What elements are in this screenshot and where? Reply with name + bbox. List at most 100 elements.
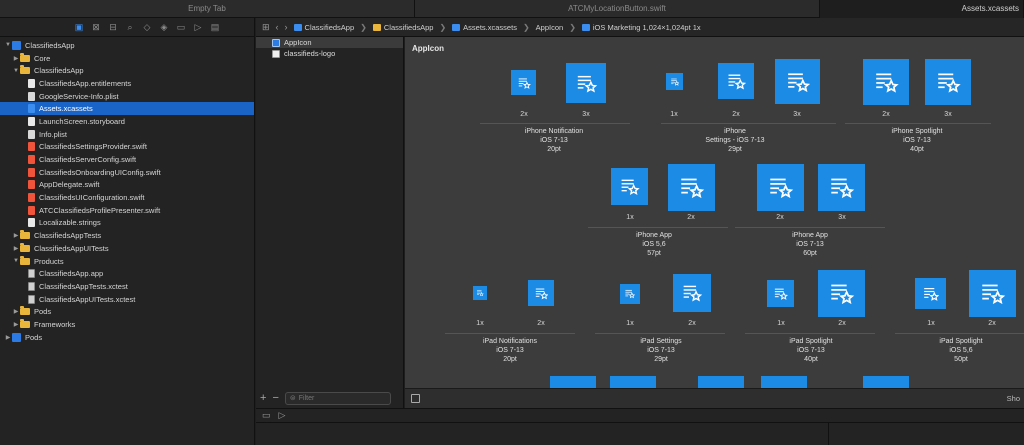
source-control-icon[interactable]: ⊠	[92, 21, 100, 32]
tree-row[interactable]: ▶ClassifiedsAppUITests	[0, 242, 254, 255]
tree-row[interactable]: ClassifiedsServerConfig.swift	[0, 153, 254, 166]
icon-group-label-line: iPad Spotlight	[939, 338, 983, 345]
disclosure-open-icon[interactable]: ▼	[13, 67, 19, 74]
breadcrumb-appicon[interactable]: AppIcon	[536, 23, 564, 32]
tree-row[interactable]: ▼ClassifiedsApp	[0, 64, 254, 77]
classifieds-app-icon	[938, 73, 961, 93]
tab-empty[interactable]: Empty Tab	[0, 0, 415, 18]
breadcrumb-assets[interactable]: Assets.xcassets	[452, 23, 517, 32]
tree-row[interactable]: ▶ClassifiedsAppTests	[0, 229, 254, 242]
breadcrumb-folder[interactable]: ClassifiedsApp	[372, 23, 433, 32]
icon-group-label-line: 50pt	[954, 356, 968, 363]
app-icon-slot[interactable]	[863, 59, 909, 105]
tree-row[interactable]: ClassifiedsOnboardingUIConfig.swift	[0, 166, 254, 179]
toggle-inspector-icon[interactable]	[411, 394, 420, 403]
folder-icon[interactable]: ▣	[74, 21, 84, 32]
disclosure-closed-icon[interactable]: ▶	[13, 55, 19, 62]
app-icon-slot[interactable]	[818, 164, 865, 211]
find-icon[interactable]: ⌕	[127, 21, 133, 32]
debug-area: ▭ ▷	[256, 408, 1024, 445]
report-icon[interactable]: ▤	[210, 21, 220, 32]
group-divider	[845, 123, 991, 124]
disclosure-closed-icon[interactable]: ▶	[5, 334, 11, 341]
asset-filter-input[interactable]: ⊜ Filter	[284, 391, 391, 405]
issue-icon[interactable]: ◇	[143, 21, 151, 32]
tree-row[interactable]: AppDelegate.swift	[0, 179, 254, 192]
app-icon-slot[interactable]	[767, 280, 794, 307]
tree-row[interactable]: ClassifiedsAppUITests.xctest	[0, 293, 254, 306]
add-icon[interactable]: +	[260, 392, 267, 404]
tree-row[interactable]: LaunchScreen.storyboard	[0, 115, 254, 128]
asset-item-classifieds-logo[interactable]: classifieds-logo	[256, 48, 403, 59]
breadcrumb-label: AppIcon	[535, 22, 564, 32]
tree-row[interactable]: ClassifiedsSettingsProvider.swift	[0, 141, 254, 154]
disclosure-closed-icon[interactable]: ▶	[13, 245, 19, 252]
test-icon[interactable]: ◈	[160, 21, 168, 32]
tree-row[interactable]: ClassifiedsUIConfiguration.swift	[0, 191, 254, 204]
disclosure-closed-icon[interactable]: ▶	[13, 233, 19, 240]
tree-row[interactable]: ATCClassifiedsProfilePresenter.swift	[0, 204, 254, 217]
tree-row[interactable]: ClassifiedsApp.app	[0, 267, 254, 280]
breadcrumb-project[interactable]: ClassifiedsApp	[293, 22, 355, 32]
disclosure-open-icon[interactable]: ▼	[5, 42, 11, 49]
tab-atcmylocationbutton[interactable]: ATCMyLocationButton.swift	[415, 0, 820, 18]
app-icon-slot[interactable]	[718, 63, 754, 99]
app-icon-slot[interactable]	[611, 168, 648, 205]
disclosure-closed-icon[interactable]: ▶	[13, 309, 19, 316]
tree-row[interactable]: Info.plist	[0, 128, 254, 141]
app-icon-slot[interactable]	[666, 73, 683, 90]
classifieds-app-icon	[982, 284, 1006, 305]
app-icon-slot[interactable]	[566, 63, 606, 103]
app-icon-slot[interactable]	[473, 286, 487, 300]
group-divider	[480, 123, 630, 124]
app-icon-slot[interactable]	[511, 70, 536, 95]
disclosure-open-icon[interactable]: ▼	[13, 258, 19, 265]
app-icon-slot[interactable]	[775, 59, 820, 104]
tree-row[interactable]: ClassifiedsApp.entitlements	[0, 77, 254, 90]
console-icon[interactable]: ▭	[262, 410, 271, 420]
tree-row[interactable]: ▼ClassifiedsApp	[0, 39, 254, 52]
tree-row[interactable]: ClassifiedsAppTests.xctest	[0, 280, 254, 293]
app-icon-slot[interactable]	[915, 278, 946, 309]
slot-scale-label: 1x	[670, 111, 678, 118]
remove-icon[interactable]: −	[272, 392, 279, 404]
debug-icon[interactable]: ▭	[176, 21, 186, 32]
app-icon-slot[interactable]	[528, 280, 554, 306]
tree-row[interactable]: ▼Products	[0, 255, 254, 268]
forward-icon[interactable]: ›	[284, 22, 288, 32]
tree-row[interactable]: GoogleService-Info.plist	[0, 90, 254, 103]
show-slot-names-label[interactable]: Sho	[1006, 394, 1020, 403]
tab-assets[interactable]: Assets.xcassets	[820, 0, 1024, 18]
plist-file-icon	[28, 91, 35, 101]
breakpoint-icon[interactable]: ▷	[194, 21, 202, 32]
disclosure-closed-icon[interactable]: ▶	[13, 321, 19, 328]
app-icon-slot[interactable]	[673, 274, 711, 312]
tree-row[interactable]: Assets.xcassets	[0, 102, 254, 116]
breadcrumb-ios-marketing[interactable]: iOS Marketing 1,024×1,024pt 1x	[581, 23, 701, 32]
app-icon-slot[interactable]	[925, 59, 971, 105]
app-icon-slot[interactable]	[620, 284, 640, 304]
symbol-icon[interactable]: ⊟	[109, 21, 117, 32]
breadcrumb-label: ClassifiedsApp	[304, 22, 355, 32]
tree-row[interactable]: ▶Core	[0, 52, 254, 65]
back-icon[interactable]: ‹	[275, 22, 279, 32]
tree-row[interactable]: ▶Pods	[0, 305, 254, 318]
app-icon-slot[interactable]	[969, 270, 1016, 317]
tree-row[interactable]: Localizable.strings	[0, 217, 254, 230]
app-icon-slot[interactable]	[757, 164, 804, 211]
app-icon-slot[interactable]	[818, 270, 865, 317]
icon-group-label-line: iOS 7-13	[796, 241, 824, 248]
icon-group-label-line: iPad Settings	[640, 338, 682, 345]
related-items-icon[interactable]: ⊞	[262, 21, 270, 32]
asset-item-appicon[interactable]: AppIcon	[256, 37, 403, 48]
slot-scale-label: 2x	[520, 111, 528, 118]
app-icon-slot[interactable]	[668, 164, 715, 211]
tree-row[interactable]: ▶Frameworks	[0, 318, 254, 331]
tree-row[interactable]: ▶Pods	[0, 331, 254, 344]
folder-icon	[20, 230, 30, 240]
breakpoints-toggle-icon[interactable]: ▷	[278, 410, 286, 420]
icon-group-label-line: iOS 5,6	[642, 241, 666, 248]
